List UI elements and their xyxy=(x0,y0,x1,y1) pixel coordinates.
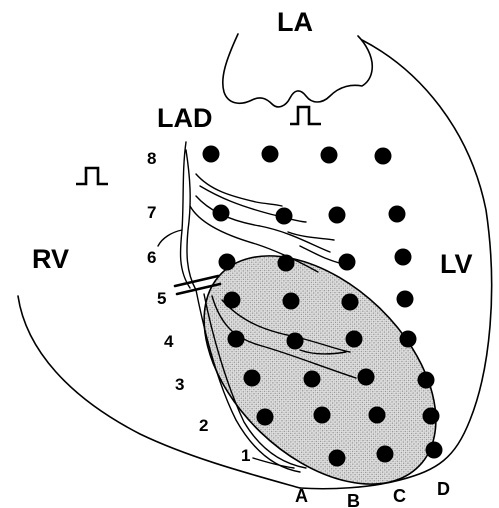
electrode xyxy=(395,249,412,266)
electrode xyxy=(213,205,230,222)
electrode xyxy=(262,146,279,163)
column-letter: D xyxy=(437,479,450,499)
electrode xyxy=(224,292,241,309)
electrode xyxy=(389,206,406,223)
electrode xyxy=(244,370,261,387)
electrode xyxy=(375,148,392,165)
pacing-pulse-icon xyxy=(290,107,321,124)
la-label: LA xyxy=(277,7,313,37)
electrode xyxy=(339,254,356,271)
infarct-region xyxy=(161,212,479,508)
electrode xyxy=(314,407,331,424)
row-number: 7 xyxy=(147,203,156,222)
electrode xyxy=(228,331,245,348)
row-number: 8 xyxy=(147,149,156,168)
electrode xyxy=(321,147,338,164)
lad-label: LAD xyxy=(157,103,213,133)
electrode xyxy=(283,293,300,310)
electrode xyxy=(203,146,220,163)
electrode xyxy=(358,369,375,386)
electrode xyxy=(287,333,304,350)
column-letter: A xyxy=(295,486,308,506)
lv-label: LV xyxy=(440,249,473,279)
row-number: 3 xyxy=(175,375,184,394)
electrode xyxy=(346,331,363,348)
electrode xyxy=(418,372,435,389)
electrode xyxy=(304,371,321,388)
rv-label: RV xyxy=(32,244,69,274)
column-letter: B xyxy=(347,491,360,508)
electrode xyxy=(423,408,440,425)
electrode xyxy=(342,294,359,311)
electrode xyxy=(219,254,236,271)
electrode xyxy=(377,446,394,463)
left-atrium-outline xyxy=(223,34,372,107)
electrode xyxy=(329,450,346,467)
row-number: 6 xyxy=(147,248,156,267)
electrode xyxy=(397,291,414,308)
row-number: 4 xyxy=(164,332,174,351)
electrode xyxy=(426,442,443,459)
electrode xyxy=(400,331,417,348)
column-letter: C xyxy=(393,486,406,506)
row-number: 2 xyxy=(199,416,208,435)
electrode xyxy=(278,255,295,272)
electrode xyxy=(329,207,346,224)
pacing-pulse-icon xyxy=(76,168,108,184)
electrode xyxy=(276,208,293,225)
row-number: 1 xyxy=(241,446,250,465)
electrode xyxy=(257,409,274,426)
electrode xyxy=(369,407,386,424)
row-number: 5 xyxy=(157,289,166,308)
